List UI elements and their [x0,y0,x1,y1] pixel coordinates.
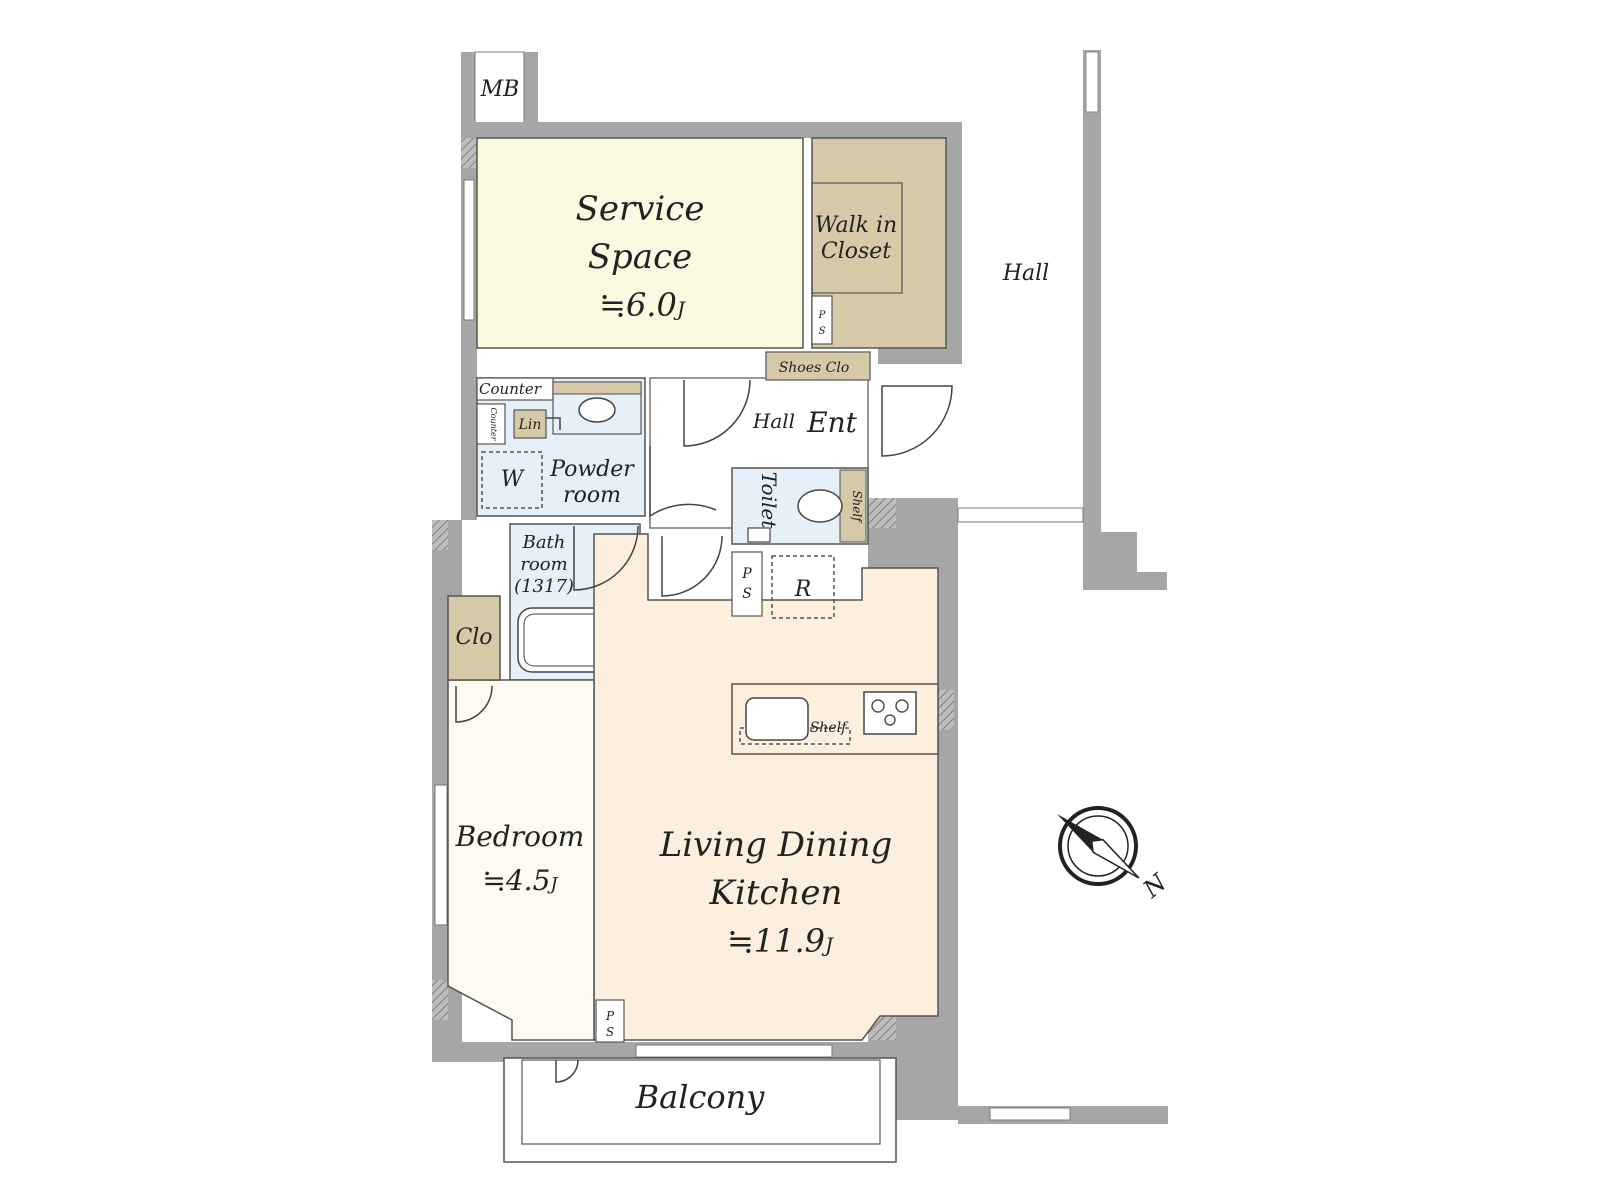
ps-top-s: S [819,326,826,337]
compass-north-label: N [1137,868,1173,904]
bedroom-size: ≒4.5 [482,864,550,897]
hall-outer-label: Hall [1002,261,1049,286]
shoes-clo-fill [765,351,871,381]
washer-label: W [501,467,526,492]
ps-bottom-p: P [605,1009,615,1023]
service-space-fill [476,137,804,349]
walk-in-closet-inner [811,182,903,294]
ps-bottom-s: S [606,1025,614,1039]
bath-room-label-1: Bath [522,532,566,553]
kitchen-shelf-label: Shelf [810,720,849,736]
sink-icon [578,397,616,423]
walk-in-closet-fill [811,137,947,349]
hall-inner-label: Hall [752,409,795,433]
svg-text:≒6.0J: ≒6.0J [599,286,686,324]
bedroom-label: Bedroom [455,820,585,853]
service-space-label-1: Service [576,189,705,229]
bath-room-label-2: room [520,554,567,575]
service-space-size: ≒6.0 [599,286,677,324]
walk-in-closet-label-1: Walk in [815,213,897,238]
ps-mid-s: S [742,586,752,602]
room-fills [447,137,947,1163]
kitchen-sink-icon [745,697,809,741]
walk-in-closet-label-2: Closet [821,239,891,264]
balcony-label: Balcony [635,1078,766,1116]
service-space-label-2: Space [588,237,693,277]
counter-small-label: Counter [489,407,498,441]
svg-text:≒4.5J: ≒4.5J [482,864,559,897]
lin-fill [513,409,547,439]
toilet-shelf-label: Shelf [850,490,864,524]
svg-text:≒11.9J: ≒11.9J [727,922,834,960]
doors [455,379,953,1083]
ldk-label-1: Living Dining [659,825,893,865]
balcony-fill [503,1057,897,1163]
shoes-clo-label: Shoes Clo [779,360,850,376]
compass-icon: N [1057,806,1173,904]
toilet-bowl-icon [797,489,843,523]
toilet-label: Toilet [757,472,781,529]
ldk-label-2: Kitchen [709,873,843,913]
ldk-unit: J [821,933,834,957]
walls [432,50,1168,1124]
counter-top-label: Counter [479,380,542,398]
refrigerator-label: R [794,577,812,602]
mb-label: MB [480,77,520,102]
ldk-size: ≒11.9 [727,922,825,960]
clo-label: Clo [455,625,492,650]
powder-room-label-2: room [563,483,621,508]
bath-room-label-3: (1317) [514,576,574,597]
ldk-fill [593,533,939,1041]
bedroom-unit: J [546,874,559,895]
powder-room-label-1: Powder [549,457,635,482]
stove-icon [863,691,917,735]
ent-label: Ent [806,406,857,439]
lin-label: Lin [518,417,542,433]
labels: Service Space ≒6.0J Walk in Closet Hall … [455,77,1050,1116]
ps-mid-p: P [741,566,752,582]
ps-top-p: P [818,310,826,321]
clo-fill [447,595,501,681]
service-space-unit: J [673,297,686,321]
bedroom-fill [447,679,595,1041]
